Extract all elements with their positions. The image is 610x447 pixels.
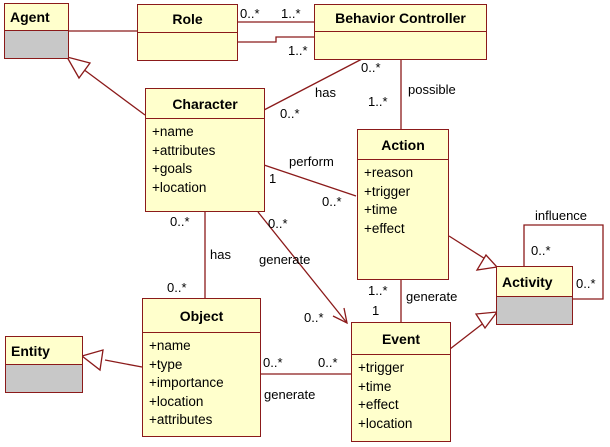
attribute: +attributes — [149, 412, 213, 427]
class-activity-name: Activity — [497, 267, 572, 297]
attribute: +type — [149, 356, 183, 372]
association-label: possible — [408, 82, 456, 97]
class-role[interactable]: Role — [137, 4, 238, 61]
association-label: has — [315, 85, 336, 100]
class-object-name: Object — [143, 299, 260, 333]
multiplicity-label: 0..* — [167, 280, 187, 295]
association-label: has — [210, 247, 231, 262]
attribute: +importance — [149, 375, 224, 390]
class-behavior-controller[interactable]: Behavior Controller — [314, 4, 487, 60]
association-label: influence — [535, 208, 588, 223]
attribute: +location — [149, 393, 204, 409]
class-event[interactable]: Event +trigger +time +effect +location — [351, 322, 451, 442]
class-object-attributes: +name +type +importance +location +attri… — [143, 333, 260, 430]
class-entity[interactable]: Entity — [5, 336, 83, 393]
multiplicity-label: 0..* — [263, 355, 283, 370]
attribute: +effect — [364, 220, 405, 236]
attribute: +name — [149, 338, 191, 353]
class-activity[interactable]: Activity — [496, 266, 573, 325]
agent-behavior-association — [237, 36, 314, 43]
attribute: +name — [152, 124, 194, 139]
multiplicity-label: 1..* — [368, 283, 388, 298]
class-event-attributes: +trigger +time +effect +location — [352, 355, 450, 433]
class-agent[interactable]: Agent — [4, 3, 69, 59]
attribute: +location — [152, 179, 207, 195]
attribute: +location — [358, 415, 413, 431]
multiplicity-label: 0..* — [576, 276, 596, 291]
association-label: perform — [289, 154, 334, 169]
multiplicity-label: 0..* — [322, 194, 342, 209]
multiplicity-label: 0..* — [170, 214, 190, 229]
character-event-association — [257, 211, 348, 324]
class-action-name: Action — [358, 130, 448, 160]
multiplicity-label: 0..* — [318, 355, 338, 370]
attribute: +goals — [152, 161, 193, 176]
character-action-association — [263, 164, 357, 197]
action-activity-generalization — [448, 235, 491, 263]
object-entity-generalization — [104, 359, 143, 368]
generalization-arrowhead — [474, 311, 499, 330]
class-character-name: Character — [146, 89, 264, 119]
multiplicity-label: 1 — [372, 303, 380, 318]
character-behavior-association — [263, 58, 363, 111]
multiplicity-label: 1..* — [288, 43, 308, 58]
class-entity-name: Entity — [6, 337, 82, 365]
class-character-attributes: +name +attributes +goals +location — [146, 119, 264, 197]
class-agent-name: Agent — [5, 4, 68, 31]
class-action[interactable]: Action +reason +trigger +time +effect — [357, 129, 449, 280]
attribute: +attributes — [152, 142, 216, 158]
association-label: generate — [406, 289, 458, 304]
navigation-arrowhead — [332, 307, 348, 325]
multiplicity-label: 0..* — [531, 243, 551, 258]
association-label: generate — [264, 387, 316, 402]
attribute: +reason — [364, 165, 414, 180]
class-event-name: Event — [352, 323, 450, 355]
attribute: +effect — [358, 397, 399, 412]
multiplicity-label: 0..* — [268, 216, 288, 231]
association-label: generate — [259, 252, 311, 267]
attribute: +time — [364, 202, 398, 217]
class-action-attributes: +reason +trigger +time +effect — [358, 160, 448, 238]
multiplicity-label: 1 — [269, 171, 277, 186]
class-object[interactable]: Object +name +type +importance +location… — [142, 298, 261, 437]
multiplicity-label: 1..* — [281, 6, 301, 21]
attribute: +trigger — [364, 183, 411, 199]
class-behavior-controller-name: Behavior Controller — [315, 5, 486, 32]
multiplicity-label: 0..* — [240, 6, 260, 21]
character-agent-generalization — [78, 65, 146, 116]
multiplicity-label: 0..* — [304, 310, 324, 325]
attribute: +time — [358, 378, 392, 394]
class-role-name: Role — [138, 5, 237, 33]
class-character[interactable]: Character +name +attributes +goals +loca… — [145, 88, 265, 212]
multiplicity-label: 1..* — [368, 94, 388, 109]
multiplicity-label: 0..* — [361, 60, 381, 75]
attribute: +trigger — [358, 360, 405, 375]
generalization-arrowhead — [80, 349, 104, 372]
generalization-arrowhead — [475, 253, 499, 271]
multiplicity-label: 0..* — [280, 106, 300, 121]
activity-self-association — [523, 224, 604, 300]
generalization-arrowhead — [65, 55, 92, 80]
